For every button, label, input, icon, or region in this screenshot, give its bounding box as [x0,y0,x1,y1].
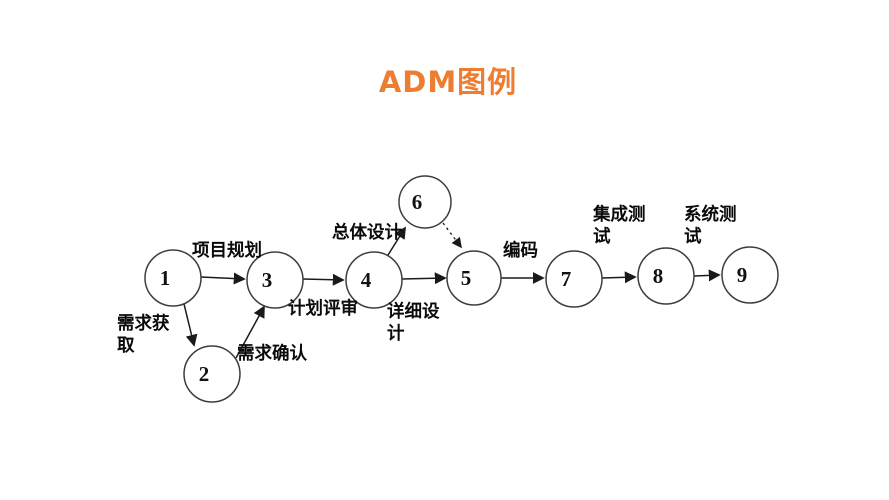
label-requirements-confirmation: 需求确认 [237,343,307,364]
node-4-number: 4 [361,268,372,292]
edge-3-4 [302,273,345,286]
label-requirements-gathering-line1: 需求获 [117,313,170,334]
node-8-circle [637,247,695,305]
label-detailed-design-line2: 计 [387,323,405,344]
edge-4-5 [401,272,447,285]
node-2: 2 [183,345,241,403]
node-9-circle [721,246,779,304]
label-integration-testing-line2: 试 [593,226,611,247]
label-project-planning: 项目规划 [192,240,262,261]
edge-2-3 [235,305,265,359]
node-1-number: 1 [160,266,171,290]
node-1-circle [144,249,202,307]
node-6: 6 [398,175,452,229]
node-2-circle [183,345,241,403]
label-overall-design: 总体设计 [332,222,402,243]
edge-1-3 [200,272,246,285]
node-4: 4 [345,251,403,309]
node-9: 9 [721,246,779,304]
node-7-circle [545,250,603,308]
node-2-number: 2 [199,362,210,386]
edge-1-2 [183,303,198,347]
label-detailed-design-line1: 详细设 [387,301,440,322]
node-9-number: 9 [737,263,748,287]
node-5-number: 5 [461,266,472,290]
label-coding: 编码 [503,240,538,261]
label-system-testing-line1: 系统测 [684,204,737,225]
node-3-circle [246,251,304,309]
node-3-number: 3 [262,268,273,292]
node-8-number: 8 [653,264,664,288]
edge-8-9 [693,269,721,282]
edge-6-5-dashed [442,222,462,249]
edge-4-6 [387,226,406,256]
label-system-testing-line2: 试 [684,226,702,247]
node-5-circle [446,250,502,306]
node-1: 1 [144,249,202,307]
page-title: ADM图例 [379,65,517,99]
label-requirements-gathering-line2: 取 [117,336,135,356]
node-7-number: 7 [561,267,572,291]
node-8: 8 [637,247,695,305]
label-plan-review: 计划评审 [288,298,358,319]
edge-7-8 [601,271,637,284]
node-7: 7 [545,250,603,308]
node-5: 5 [446,250,502,306]
label-integration-testing-line1: 集成测 [592,204,646,225]
node-3: 3 [246,251,304,309]
node-4-circle [345,251,403,309]
node-6-circle [398,175,452,229]
node-6-number: 6 [412,190,423,214]
